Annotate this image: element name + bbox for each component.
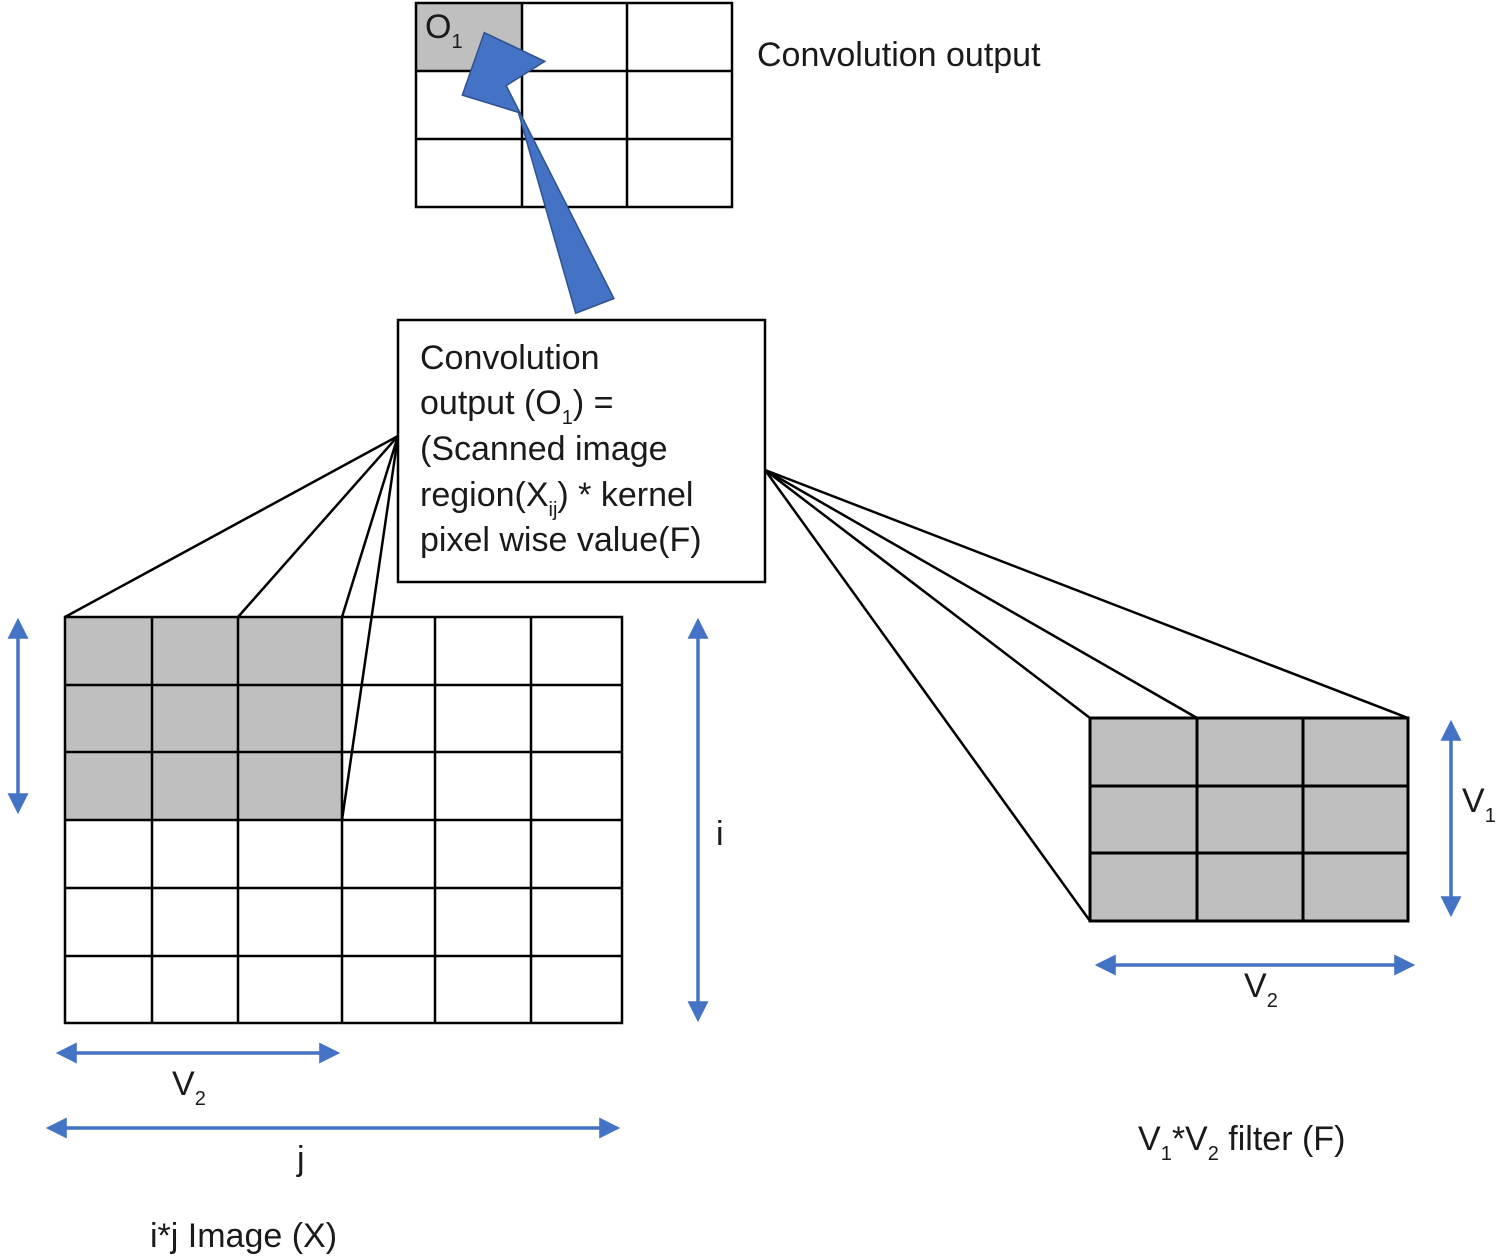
output-grid-frame bbox=[414, 1, 734, 209]
region-width-label: V2 bbox=[172, 1065, 206, 1110]
image-connector-line-2 bbox=[237, 435, 399, 618]
output-arrow bbox=[461, 31, 615, 315]
image-scanned-region bbox=[65, 617, 342, 820]
image-connector-line-4 bbox=[340, 435, 400, 821]
output-cell-label: O1 bbox=[425, 8, 463, 53]
output-grid: O1 bbox=[414, 1, 734, 209]
output-grid-label: Convolution output bbox=[757, 36, 1041, 74]
filter-grid bbox=[1088, 716, 1410, 923]
formula-line-3: (Scanned image bbox=[420, 430, 668, 468]
filter-height-label: V1 bbox=[1462, 782, 1496, 827]
formula-line-5: pixel wise value(F) bbox=[420, 521, 702, 559]
filter-width-label: V2 bbox=[1244, 967, 1278, 1012]
image-connector-line-3 bbox=[340, 435, 400, 618]
formula-line-2: output (O1) = bbox=[420, 384, 614, 429]
formula-line-1: Convolution bbox=[420, 339, 600, 377]
image-connector-line-1 bbox=[64, 434, 399, 619]
image-connector-lines bbox=[64, 434, 400, 821]
image-width-label: j bbox=[296, 1140, 305, 1178]
formula-box-frame bbox=[396, 318, 767, 584]
filter-connector-line-4 bbox=[764, 468, 1409, 720]
formula-box: Convolution output (O1) = (Scanned image… bbox=[396, 318, 767, 584]
filter-grid-fill bbox=[1090, 718, 1408, 921]
filter-connector-line-2 bbox=[764, 469, 1091, 719]
image-caption: i*j Image (X) bbox=[150, 1217, 337, 1255]
filter-connector-line-1 bbox=[763, 469, 1092, 922]
filter-grid-frame bbox=[1088, 716, 1410, 923]
image-height-label: i bbox=[716, 815, 724, 853]
image-grid bbox=[63, 615, 624, 1025]
filter-caption: V1*V2 filter (F) bbox=[1138, 1120, 1345, 1165]
filter-connector-lines bbox=[763, 468, 1409, 922]
formula-line-4: region(Xij) * kernel bbox=[420, 476, 693, 521]
filter-connector-line-3 bbox=[764, 468, 1198, 720]
